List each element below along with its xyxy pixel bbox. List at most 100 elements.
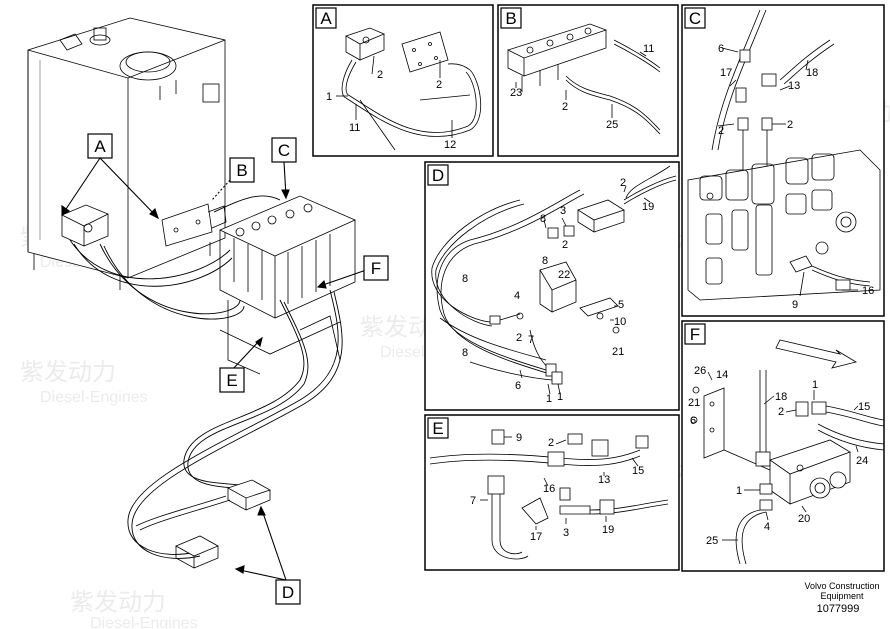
- callout-c-9: 9: [792, 299, 798, 311]
- panel-d: D: [424, 161, 680, 411]
- callout-f-21: 21: [688, 397, 700, 409]
- callout-e-9: 9: [516, 432, 522, 444]
- callout-f-25: 25: [706, 535, 718, 547]
- main-label-d: D: [275, 579, 301, 605]
- hose-bundle: [69, 195, 343, 559]
- callout-d-2c: 2: [516, 332, 522, 344]
- callout-c-6: 6: [718, 43, 724, 55]
- callout-e-7: 7: [470, 495, 476, 507]
- leader-d-1: [239, 569, 287, 581]
- leader-b: [211, 179, 231, 201]
- main-overview: A B C F E D: [27, 17, 389, 605]
- callout-d-1: 1: [546, 393, 552, 405]
- callout-c-13: 13: [788, 80, 800, 92]
- leader-d-2: [261, 509, 287, 581]
- leader-lines: [61, 157, 373, 581]
- callout-a-1: 1: [326, 91, 332, 103]
- watermark-en: Diesel-Engines: [40, 389, 148, 406]
- callout-f-26: 26: [694, 365, 706, 377]
- brand-line-2: Equipment: [820, 591, 864, 601]
- callout-d-5: 5: [618, 299, 624, 311]
- panel-f: F: [681, 320, 885, 572]
- main-label-c-text: C: [278, 141, 290, 160]
- callout-e-3: 3: [563, 527, 569, 539]
- callout-e-15: 15: [632, 465, 644, 477]
- panel-c: C: [681, 4, 885, 317]
- watermark-cn: 紫发动力: [20, 359, 116, 386]
- drawing-number: 1077999: [817, 603, 860, 615]
- panel-e-letter: E: [432, 419, 443, 438]
- callout-b-25: 25: [606, 119, 618, 131]
- callout-d-2: 2: [620, 177, 626, 189]
- callout-a-12: 12: [444, 139, 456, 151]
- callout-f-14: 14: [716, 369, 728, 381]
- bracket-b: [161, 203, 227, 247]
- main-label-a-text: A: [94, 137, 106, 156]
- main-label-b-text: B: [236, 161, 247, 180]
- callout-c-16: 16: [862, 285, 874, 297]
- main-label-d-text: D: [282, 583, 294, 602]
- callout-f-24: 24: [856, 455, 868, 467]
- callout-f-4: 4: [764, 521, 770, 533]
- callout-e-2: 2: [548, 437, 554, 449]
- callout-d-19: 19: [642, 201, 654, 213]
- panel-f-letter: F: [690, 325, 700, 344]
- callout-d-3: 3: [560, 205, 566, 217]
- direction-arrow-icon: [775, 339, 858, 369]
- callout-d-8: 8: [540, 213, 546, 225]
- callout-f-18: 18: [775, 391, 787, 403]
- callout-a-2b: 2: [436, 79, 442, 91]
- main-label-e-text: E: [226, 371, 237, 390]
- callout-d-1b: 1: [557, 391, 563, 403]
- watermark-en: Diesel-Engines: [90, 615, 198, 629]
- callout-d-6: 6: [515, 380, 521, 392]
- brand-line-1: Volvo Construction: [804, 581, 879, 591]
- panel-a-letter: A: [320, 9, 332, 28]
- callout-f-2: 2: [778, 406, 784, 418]
- valve-assembly-d: [175, 479, 271, 569]
- callout-f-15: 15: [858, 401, 870, 413]
- callout-d-21: 21: [612, 346, 624, 358]
- leader-f: [319, 267, 373, 287]
- callout-b-2: 2: [562, 101, 568, 113]
- main-label-a: A: [87, 133, 113, 159]
- panel-a: A 1 2 2 11 12: [312, 4, 494, 157]
- footer: Volvo Construction Equipment 1077999: [804, 581, 879, 615]
- callout-d-4: 4: [514, 290, 520, 302]
- callout-d-7: 7: [528, 334, 534, 346]
- callout-c-18: 18: [806, 67, 818, 79]
- control-valve-block: [219, 195, 356, 375]
- main-label-f: F: [363, 255, 389, 281]
- leader-e: [231, 339, 261, 371]
- main-label-f-text: F: [371, 259, 381, 278]
- hydraulic-tank: [27, 17, 226, 290]
- callout-f-1: 1: [812, 379, 818, 391]
- callout-b-11: 11: [643, 43, 654, 55]
- callout-d-8b: 8: [542, 255, 548, 267]
- panel-b-letter: B: [505, 9, 516, 28]
- leader-a-1: [61, 157, 101, 216]
- panel-c-letter: C: [689, 9, 701, 28]
- callout-a-2: 2: [377, 69, 383, 81]
- callout-d-8c: 8: [462, 273, 468, 285]
- panel-e: E 9 2: [424, 414, 680, 571]
- callout-c-17: 17: [720, 67, 732, 79]
- callout-d-8d: 8: [462, 347, 468, 359]
- callout-a-11: 11: [349, 122, 360, 134]
- callout-e-16: 16: [543, 483, 555, 495]
- main-label-e: E: [219, 367, 245, 393]
- main-label-b: B: [229, 157, 255, 183]
- leader-a-2: [99, 157, 159, 219]
- callout-f-1b: 1: [736, 485, 742, 497]
- watermark-cn: 紫发动力: [70, 589, 166, 616]
- callout-e-13: 13: [598, 474, 610, 486]
- callout-d-2b: 2: [562, 239, 568, 251]
- panel-b: B 11 23 2 25: [497, 4, 679, 157]
- callout-f-20: 20: [798, 513, 810, 525]
- callout-c-2: 2: [718, 125, 724, 137]
- callout-d-10: 10: [614, 316, 626, 328]
- callout-d-22: 22: [558, 269, 570, 281]
- callout-c-2b: 2: [787, 119, 793, 131]
- solenoid-valve-a: [61, 204, 109, 247]
